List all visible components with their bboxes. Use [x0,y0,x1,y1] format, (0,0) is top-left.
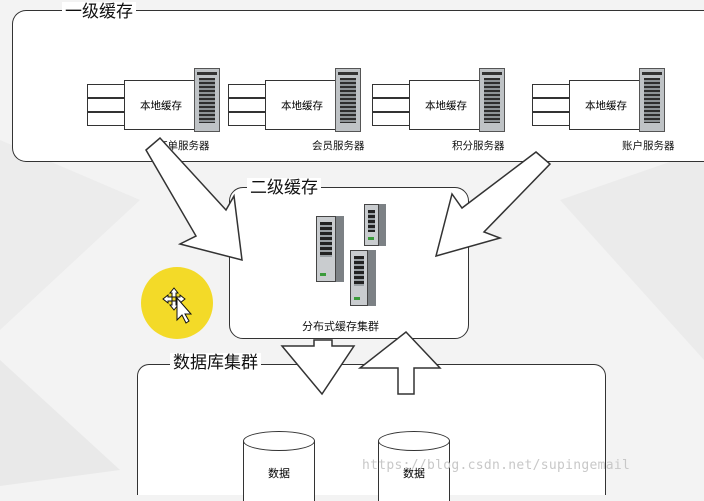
server-rack-icon [350,250,376,306]
server-rack-icon [364,204,386,246]
level1-cache-label: 一级缓存 [62,2,136,22]
server-name: 积分服务器 [452,140,505,152]
local-cache-box: 本地缓存 [409,80,483,130]
move-cursor-icon [162,287,193,324]
hollow-arrow-icon [357,330,442,395]
server-tower-icon [335,68,361,132]
database-node-label: 数据 [403,467,425,480]
background-facets [0,0,704,486]
watermark-text: https://blog.csdn.net/supingemail [362,458,631,473]
server-rack-icon [316,216,344,282]
local-cache-box: 本地缓存 [124,80,198,130]
database-cluster-label: 数据库集群 [170,353,261,373]
server-name: 会员服务器 [312,140,365,152]
local-cache-box: 本地缓存 [569,80,643,130]
server-name: 账户服务器 [622,140,675,152]
database-node-label: 数据 [268,467,290,480]
level2-cache-box [229,187,469,339]
server-tower-icon [639,68,665,132]
hollow-arrow-icon [280,339,356,396]
cluster-label: 分布式缓存集群 [302,320,379,333]
database-cluster-box [137,364,606,495]
server-tower-icon [479,68,505,132]
arrows-layer [145,136,552,396]
hollow-arrow-icon [434,151,552,258]
level2-cache-label: 二级缓存 [247,178,321,198]
hollow-arrow-icon [145,136,243,262]
server-tower-icon [194,68,220,132]
